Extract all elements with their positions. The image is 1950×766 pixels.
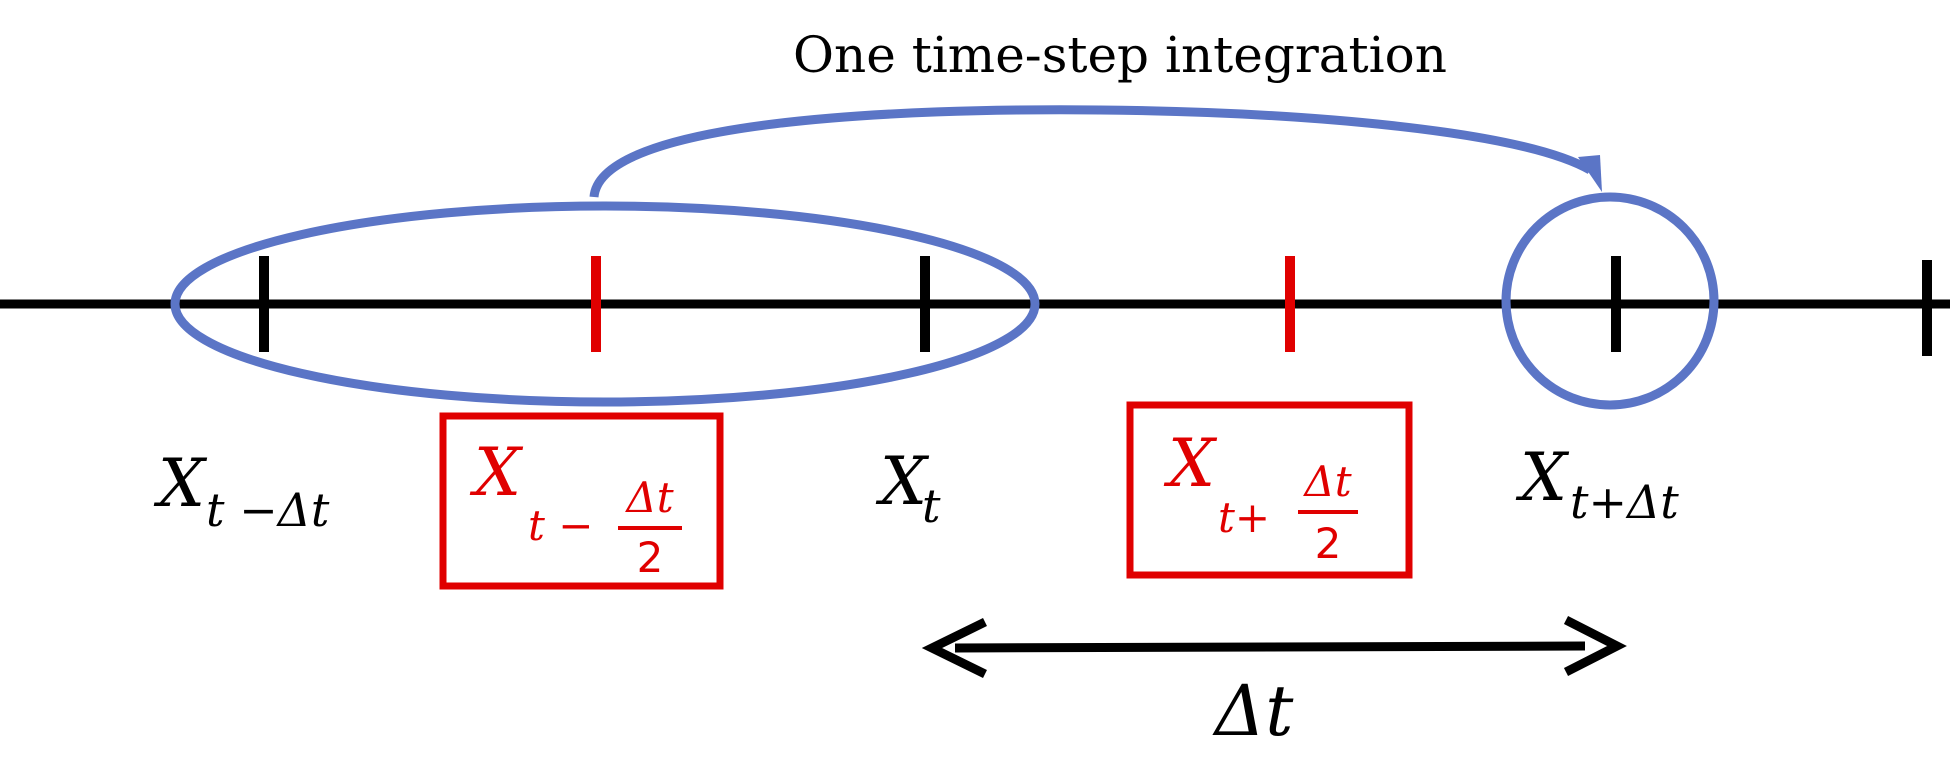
label-x-t-minus-dt-var: X — [153, 445, 208, 522]
half-step-next-box — [1126, 401, 1413, 579]
label-x-t-plus-half-dt-den: 2 — [1315, 519, 1342, 568]
delta-t-span-line — [954, 641, 1586, 653]
half-step-prev-box — [439, 412, 724, 590]
label-x-t-plus-half-dt-var: X — [1163, 425, 1218, 502]
caption-title: One time-step integration — [793, 26, 1447, 84]
integration-arrowhead — [1578, 155, 1602, 192]
label-x-t-plus-dt: X t+Δt — [1515, 439, 1679, 529]
label-x-t-plus-half-dt-sub: t+ — [1218, 493, 1270, 542]
label-x-t-minus-half-dt-den: 2 — [637, 533, 664, 582]
label-x-t: X t — [875, 443, 941, 533]
label-x-t-var: X — [875, 443, 930, 520]
label-x-t-plus-dt-var: X — [1515, 439, 1570, 516]
label-x-t-minus-half-dt-num: Δt — [624, 473, 673, 522]
label-x-t-minus-half-dt-var: X — [469, 434, 524, 511]
delta-t-label: Δt — [1212, 670, 1295, 752]
label-x-t-minus-dt-sub: t −Δt — [206, 483, 330, 537]
input-steps-ellipse — [170, 201, 1040, 407]
delta-t-span-arrow — [921, 615, 1627, 679]
label-x-t-plus-dt-sub: t+Δt — [1570, 475, 1679, 529]
delta-t-right-arrowhead — [1563, 615, 1627, 677]
label-x-t-plus-half-dt-num: Δt — [1302, 457, 1351, 506]
integration-arc-arrow — [589, 105, 1593, 198]
label-x-t-minus-half-dt-sub: t − — [528, 501, 593, 550]
label-x-t-sub: t — [922, 479, 941, 533]
label-x-t-plus-half-dt: X t+ Δt 2 — [1163, 425, 1358, 568]
label-x-t-minus-dt: X t −Δt — [153, 445, 330, 537]
target-step-circle — [1501, 192, 1719, 410]
label-x-t-minus-half-dt: X t − Δt 2 — [469, 434, 682, 582]
delta-t-left-arrowhead — [921, 617, 987, 679]
